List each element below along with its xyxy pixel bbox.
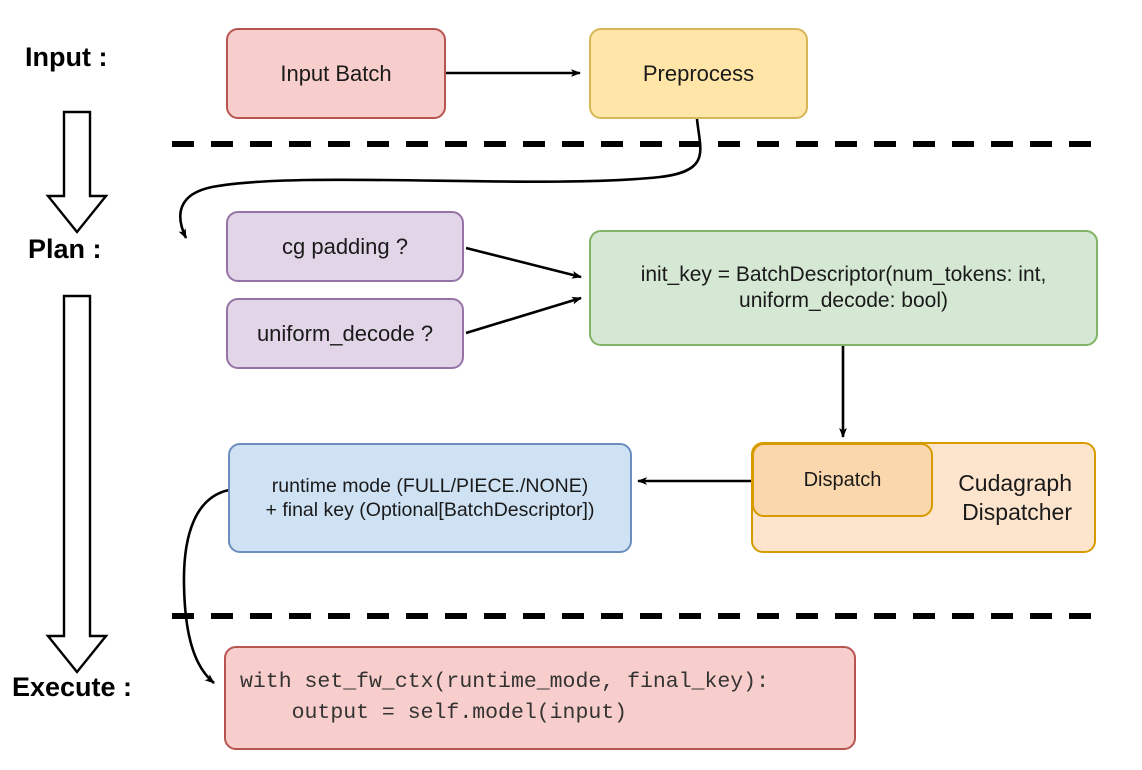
uniform-decode-to-init-key (465, 296, 582, 335)
node-cg-padding-label: cg padding ? (282, 233, 408, 259)
node-input-batch-label: Input Batch (280, 60, 392, 86)
node-preprocess-label: Preprocess (642, 60, 755, 86)
node-runtime-mode-line1: runtime mode (FULL/PIECE./NONE) (271, 474, 589, 497)
node-init-key[interactable]: init_key = BatchDescriptor(num_tokens: i… (589, 230, 1098, 346)
node-cudagraph-dispatcher-line1: Cudagraph (958, 469, 1072, 496)
input-to-plan-arrow (45, 110, 109, 234)
node-runtime-mode-line2: + final key (Optional[BatchDescriptor]) (265, 499, 595, 521)
node-init-key-line2: uniform_decode: bool) (739, 289, 948, 312)
node-execute-code-line2: output = self.model(input) (240, 701, 628, 725)
node-cudagraph-dispatcher-line2: Dispatcher (962, 498, 1072, 525)
cg-padding-to-init-key (465, 246, 582, 279)
node-preprocess[interactable]: Preprocess (589, 28, 808, 119)
node-dispatch-label: Dispatch (803, 468, 882, 491)
stage-label-execute: Execute : (12, 672, 133, 702)
node-init-key-line1: init_key = BatchDescriptor(num_tokens: i… (640, 262, 1047, 286)
node-dispatch[interactable]: Dispatch (752, 443, 933, 517)
stage-label-plan: Plan : (28, 234, 102, 264)
node-execute-code[interactable]: with set_fw_ctx(runtime_mode, final_key)… (224, 646, 856, 750)
node-uniform-decode-label: uniform_decode ? (256, 320, 434, 346)
plan-to-execute-arrow (45, 294, 109, 674)
node-runtime-mode[interactable]: runtime mode (FULL/PIECE./NONE) + final … (228, 443, 632, 553)
stage-label-input: Input : (25, 42, 108, 72)
node-cg-padding[interactable]: cg padding ? (226, 211, 464, 282)
node-input-batch[interactable]: Input Batch (226, 28, 446, 119)
runtime-mode-to-execute-code (182, 488, 230, 684)
node-uniform-decode[interactable]: uniform_decode ? (226, 298, 464, 369)
node-execute-code-line1: with set_fw_ctx(runtime_mode, final_key)… (240, 669, 769, 694)
